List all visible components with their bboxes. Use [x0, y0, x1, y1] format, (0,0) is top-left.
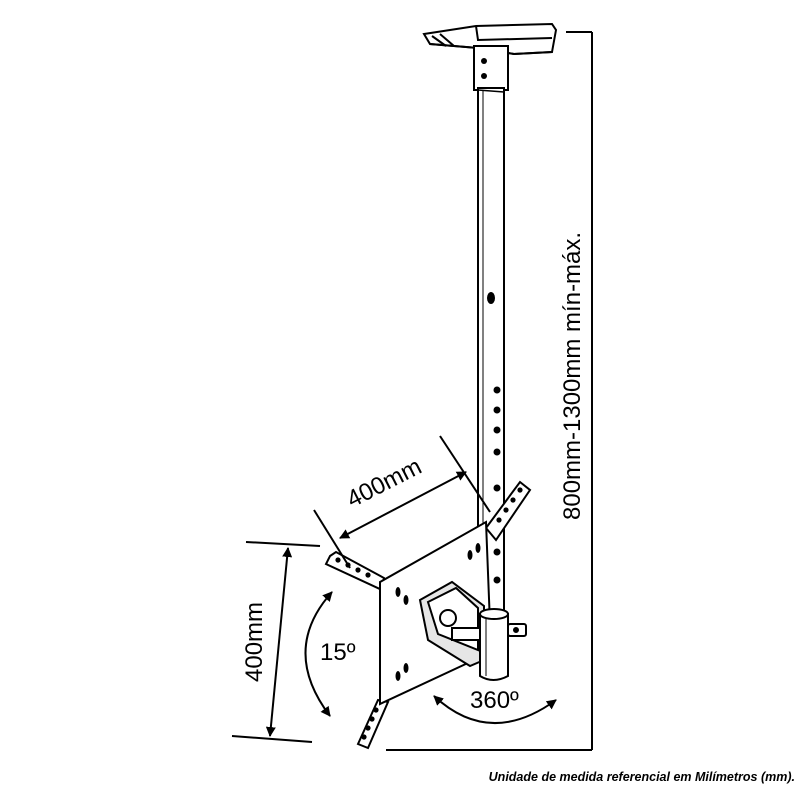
rotation-label: 360º	[470, 687, 519, 714]
collar-hole	[481, 73, 487, 79]
rotation-arrow	[433, 695, 557, 725]
tilt-label: 15º	[320, 639, 356, 666]
arm-slots	[335, 487, 523, 740]
width-dimension	[313, 435, 491, 569]
length-label: 800mm-1300mm mín-máx.	[559, 232, 586, 520]
width-label: 400mm	[342, 453, 426, 513]
length-dimension	[386, 31, 593, 751]
measurement-caption: Unidade de medida referencial em Milímet…	[488, 770, 795, 784]
swivel-tube	[479, 608, 509, 681]
height-dimension	[231, 541, 321, 743]
collar-hole	[481, 58, 487, 64]
height-label: 400mm	[241, 602, 268, 682]
tilt-arrow	[304, 591, 333, 717]
ceiling-plate	[422, 22, 558, 56]
ceiling-collar	[473, 45, 509, 91]
